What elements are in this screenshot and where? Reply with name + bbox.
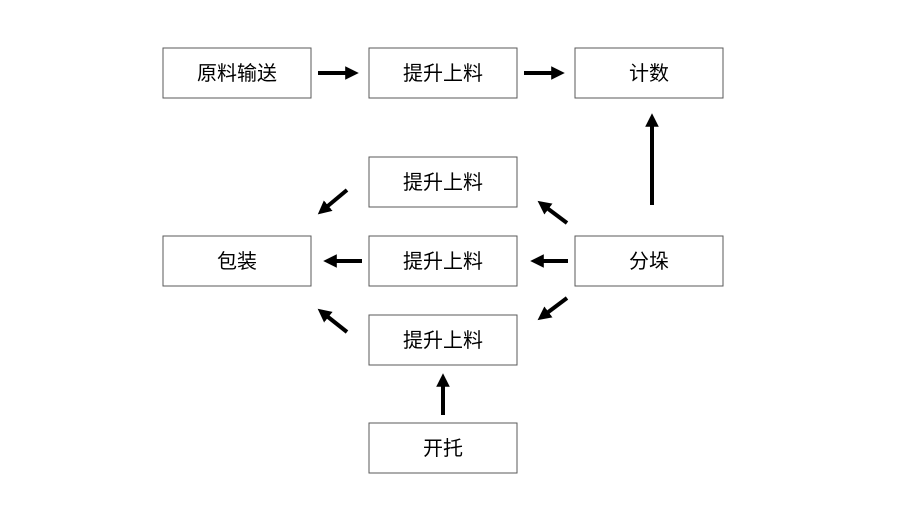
node-label: 提升上料 [403,61,483,85]
arrow-splitting-to-lift-lower [537,296,569,321]
node-lift-feeding-upper: 提升上料 [368,156,518,208]
node-lift-feeding-lower: 提升上料 [368,314,518,366]
node-label: 提升上料 [403,249,483,273]
arrow-lift-lower-to-packaging [317,308,349,334]
node-label: 包装 [217,249,257,273]
node-stack-splitting: 分垛 [574,235,724,287]
node-label: 提升上料 [403,328,483,352]
node-lift-feeding-top: 提升上料 [368,47,518,99]
node-packaging: 包装 [162,235,312,287]
node-label: 分垛 [629,249,669,273]
node-counting: 计数 [574,47,724,99]
node-label: 计数 [629,61,669,85]
arrow-lift-upper-to-packaging [317,188,349,215]
node-lift-feeding-middle: 提升上料 [368,235,518,287]
arrow-splitting-to-lift-upper [537,200,569,225]
node-pallet-opening: 开托 [368,422,518,474]
node-label: 开托 [423,436,463,460]
node-raw-material-conveying: 原料输送 [162,47,312,99]
node-label: 原料输送 [197,61,277,85]
node-label: 提升上料 [403,170,483,194]
